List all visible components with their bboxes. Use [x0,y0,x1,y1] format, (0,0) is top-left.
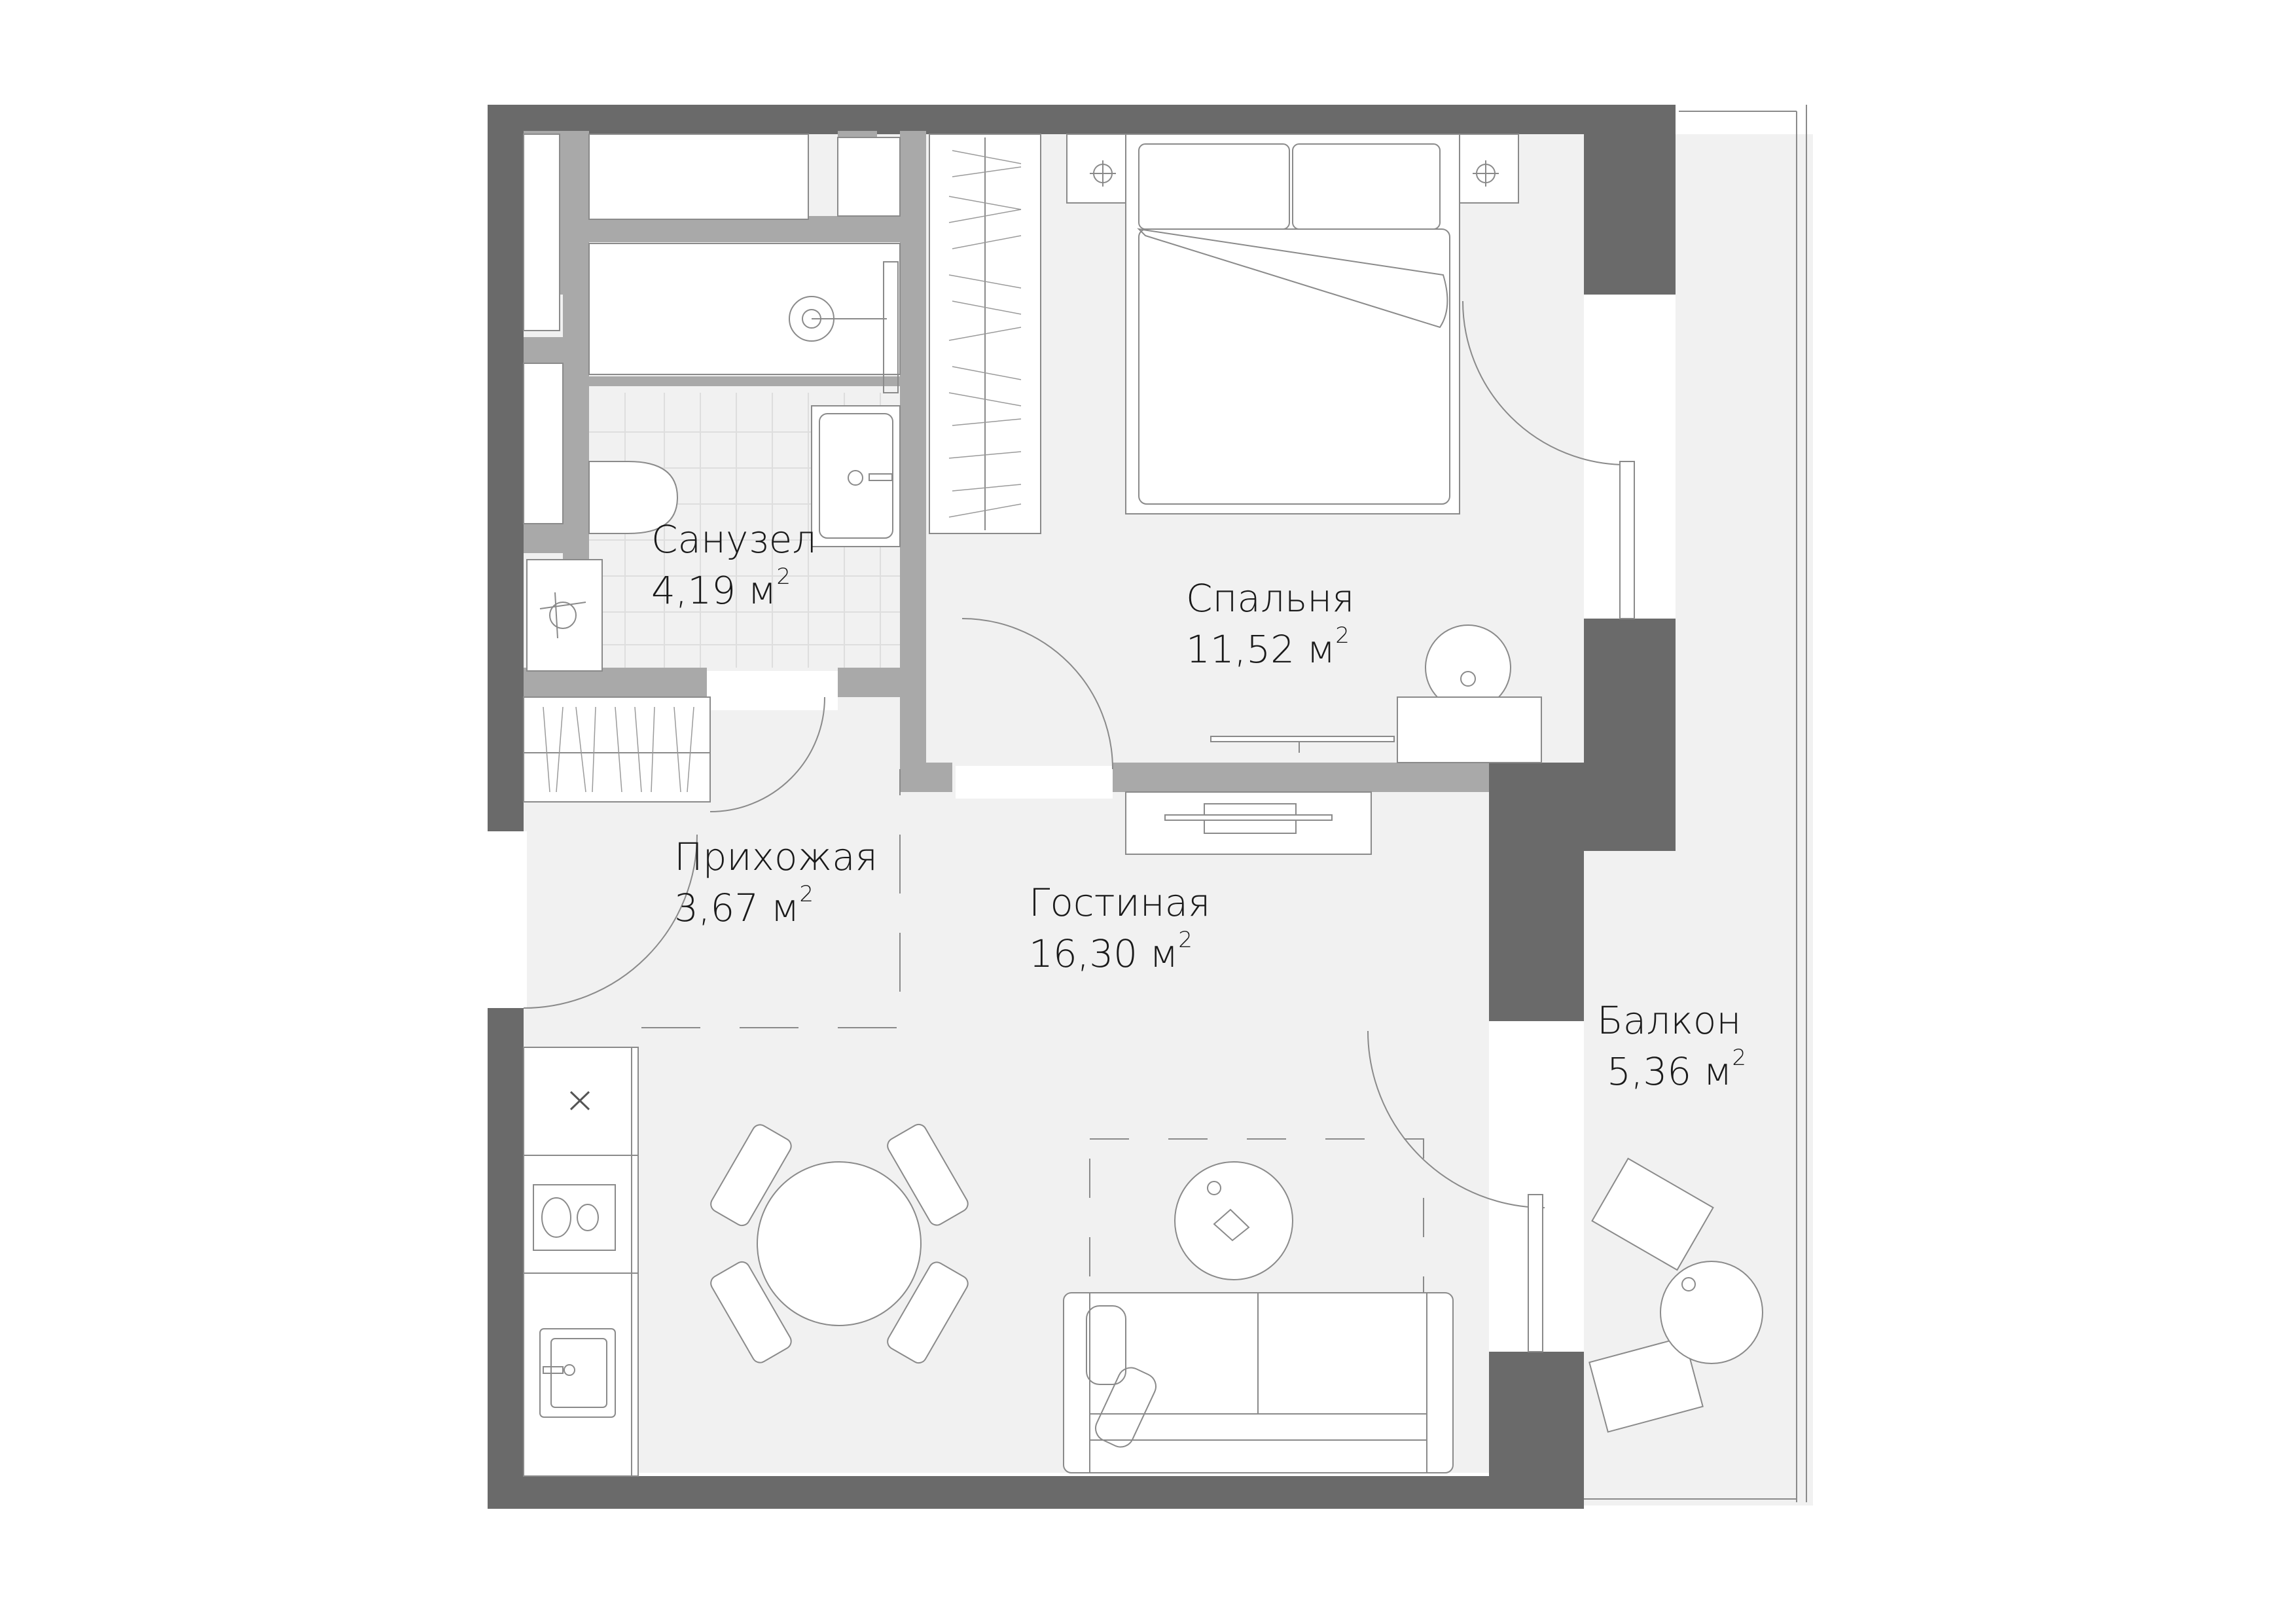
hood-icon [569,1091,590,1111]
room-label-hallway: Прихожая 3,67 м2 [674,831,878,934]
tv-icon [1210,736,1395,753]
furniture [523,134,1763,1477]
balcony-chair-icon [1591,1157,1714,1271]
room-label-balcony: Балкон 5,36 м2 [1597,995,1746,1098]
tv-icon [1125,791,1372,855]
window-icon [1528,461,1635,1352]
room-area: 16,30 [1029,931,1138,977]
room-area: 3,67 [674,886,759,931]
chair-icon [887,1123,969,1226]
room-name: Прихожая [674,835,878,879]
shelf-icon [523,134,560,331]
kitchen-sink-icon [539,1328,616,1418]
chair-icon [710,1124,792,1227]
bathtub-icon [588,243,901,393]
wardrobe-icon [523,696,711,803]
room-label-bathroom: Санузел 4,19 м2 [651,514,816,617]
room-name: Спальня [1186,576,1355,621]
room-area: 11,52 [1186,627,1295,672]
room-area: 5,36 [1607,1049,1692,1094]
chair-icon [887,1261,969,1364]
room-name: Санузел [651,517,817,562]
outer-walls [488,105,1676,1509]
stove-icon [533,1184,616,1251]
balcony-railing [1584,105,1807,1502]
room-name: Гостиная [1029,880,1211,925]
shelf-icon [837,137,901,217]
room-label-living: Гостиная 16,30 м2 [1029,877,1211,980]
hallway-dashed-boundary [641,769,901,1028]
nightstand-icon [1066,134,1126,204]
room-label-bedroom: Спальня 11,52 м2 [1186,573,1354,676]
washing-machine-icon [526,559,603,672]
washbasin-icon [811,405,901,547]
room-name: Балкон [1597,998,1742,1043]
balcony-chair-icon [1588,1336,1704,1433]
double-bed-icon [1125,134,1460,514]
dining-table-icon [757,1161,922,1326]
room-area: 4,19 [651,568,736,613]
desk-icon [1397,696,1542,763]
coffee-table-icon [1174,1161,1293,1280]
balcony-table-icon [1660,1261,1763,1364]
shelf-icon [523,363,564,524]
toilet-icon [588,461,679,534]
sofa-icon [1063,1292,1454,1473]
wardrobe-icon [929,134,1041,534]
nightstand-icon [1459,134,1519,204]
chair-icon [710,1261,792,1363]
shelf-icon [588,134,809,220]
door-swing-icon [523,300,1627,1208]
